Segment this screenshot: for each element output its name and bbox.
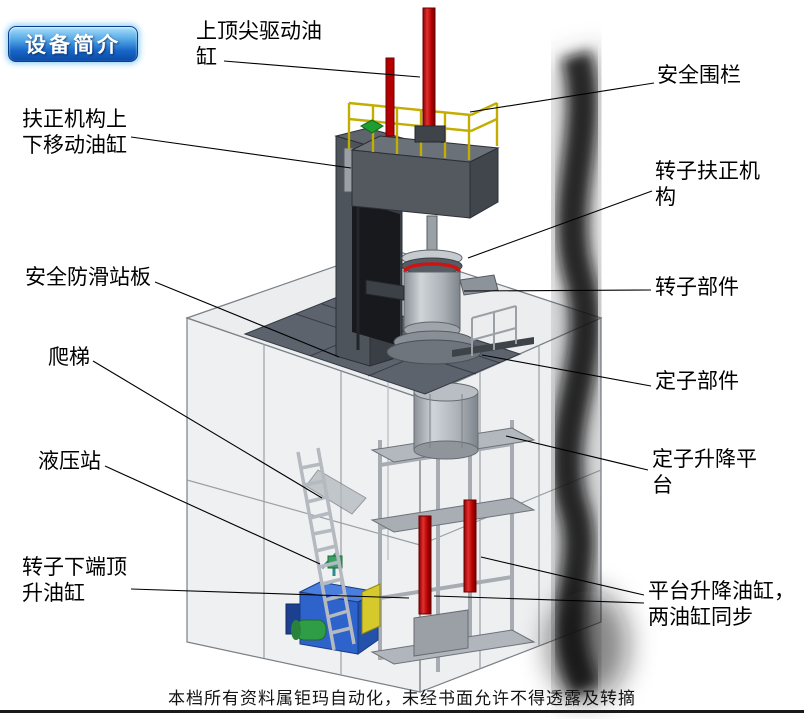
label-antislip-plate: 安全防滑站板 [25,265,151,289]
green-marker [360,119,384,134]
leader-platform-cylinder-right [480,556,645,596]
leader-platform-cylinder-left [433,595,645,604]
press-head [350,135,500,219]
leader-hydraulic-station [104,465,321,565]
top-cylinder-rod [422,7,436,135]
label-safety-fence: 安全围栏 [657,63,741,87]
guide-frame [471,305,517,356]
yellow-panel [361,583,381,635]
label-hydraulic-station: 液压站 [38,449,101,473]
right-lift-cylinder [463,499,477,593]
rotor-shaft [426,215,438,255]
copyright-notice: 本档所有资料属钜玛自动化，未经书面允许不得透露及转摘 [168,689,636,708]
bottom-rule [0,710,804,713]
label-platform-lift-cylinders: 平台升降油缸， 两油缸同步 [648,579,795,629]
label-stator-part: 定子部件 [655,369,739,393]
left-lift-cylinder [418,515,432,615]
label-rotor-part: 转子部件 [655,275,739,299]
leader-rotor-jack-cylinder [130,588,410,599]
clamp-arm-right [459,274,499,296]
secondary-rod [385,57,395,137]
label-stator-lift-platform: 定子升降平 台 [652,447,757,497]
leader-lines [92,60,655,604]
jack-base-block [413,609,469,657]
top-drive-cylinder-shape [385,7,446,143]
leader-rotor-part [463,289,652,292]
stator-assembly [413,382,479,460]
title-badge-label: 设备简介 [25,34,121,57]
label-centering-cylinder: 扶正机构上 下移动油缸 [22,107,127,157]
clamp-arm-left [365,279,405,301]
leader-antislip-plate [154,281,340,358]
label-rotor-centering: 转子扶正机 构 [655,159,760,209]
leader-centering-cylinder [130,136,352,169]
leader-top-drive-cylinder [223,60,421,78]
title-badge: 设备简介 [8,26,138,62]
label-rotor-jack-cylinder: 转子下端顶 升油缸 [22,555,127,605]
leader-stator-lift-platform [505,435,649,471]
label-ladder: 爬梯 [48,345,90,369]
leader-ladder [92,360,323,499]
shadow-smudge [537,46,628,703]
leader-safety-fence [469,82,655,113]
leader-stator-part [481,354,652,387]
leader-rotor-centering [467,190,653,259]
platform-lift-cylinders-shape [418,499,477,615]
label-top-drive-cylinder: 上顶尖驱动油 缸 [196,19,322,69]
rotor-assembly [365,215,499,365]
interior-equipment [285,382,536,672]
stator-body [413,391,479,451]
press-machine [334,7,534,367]
